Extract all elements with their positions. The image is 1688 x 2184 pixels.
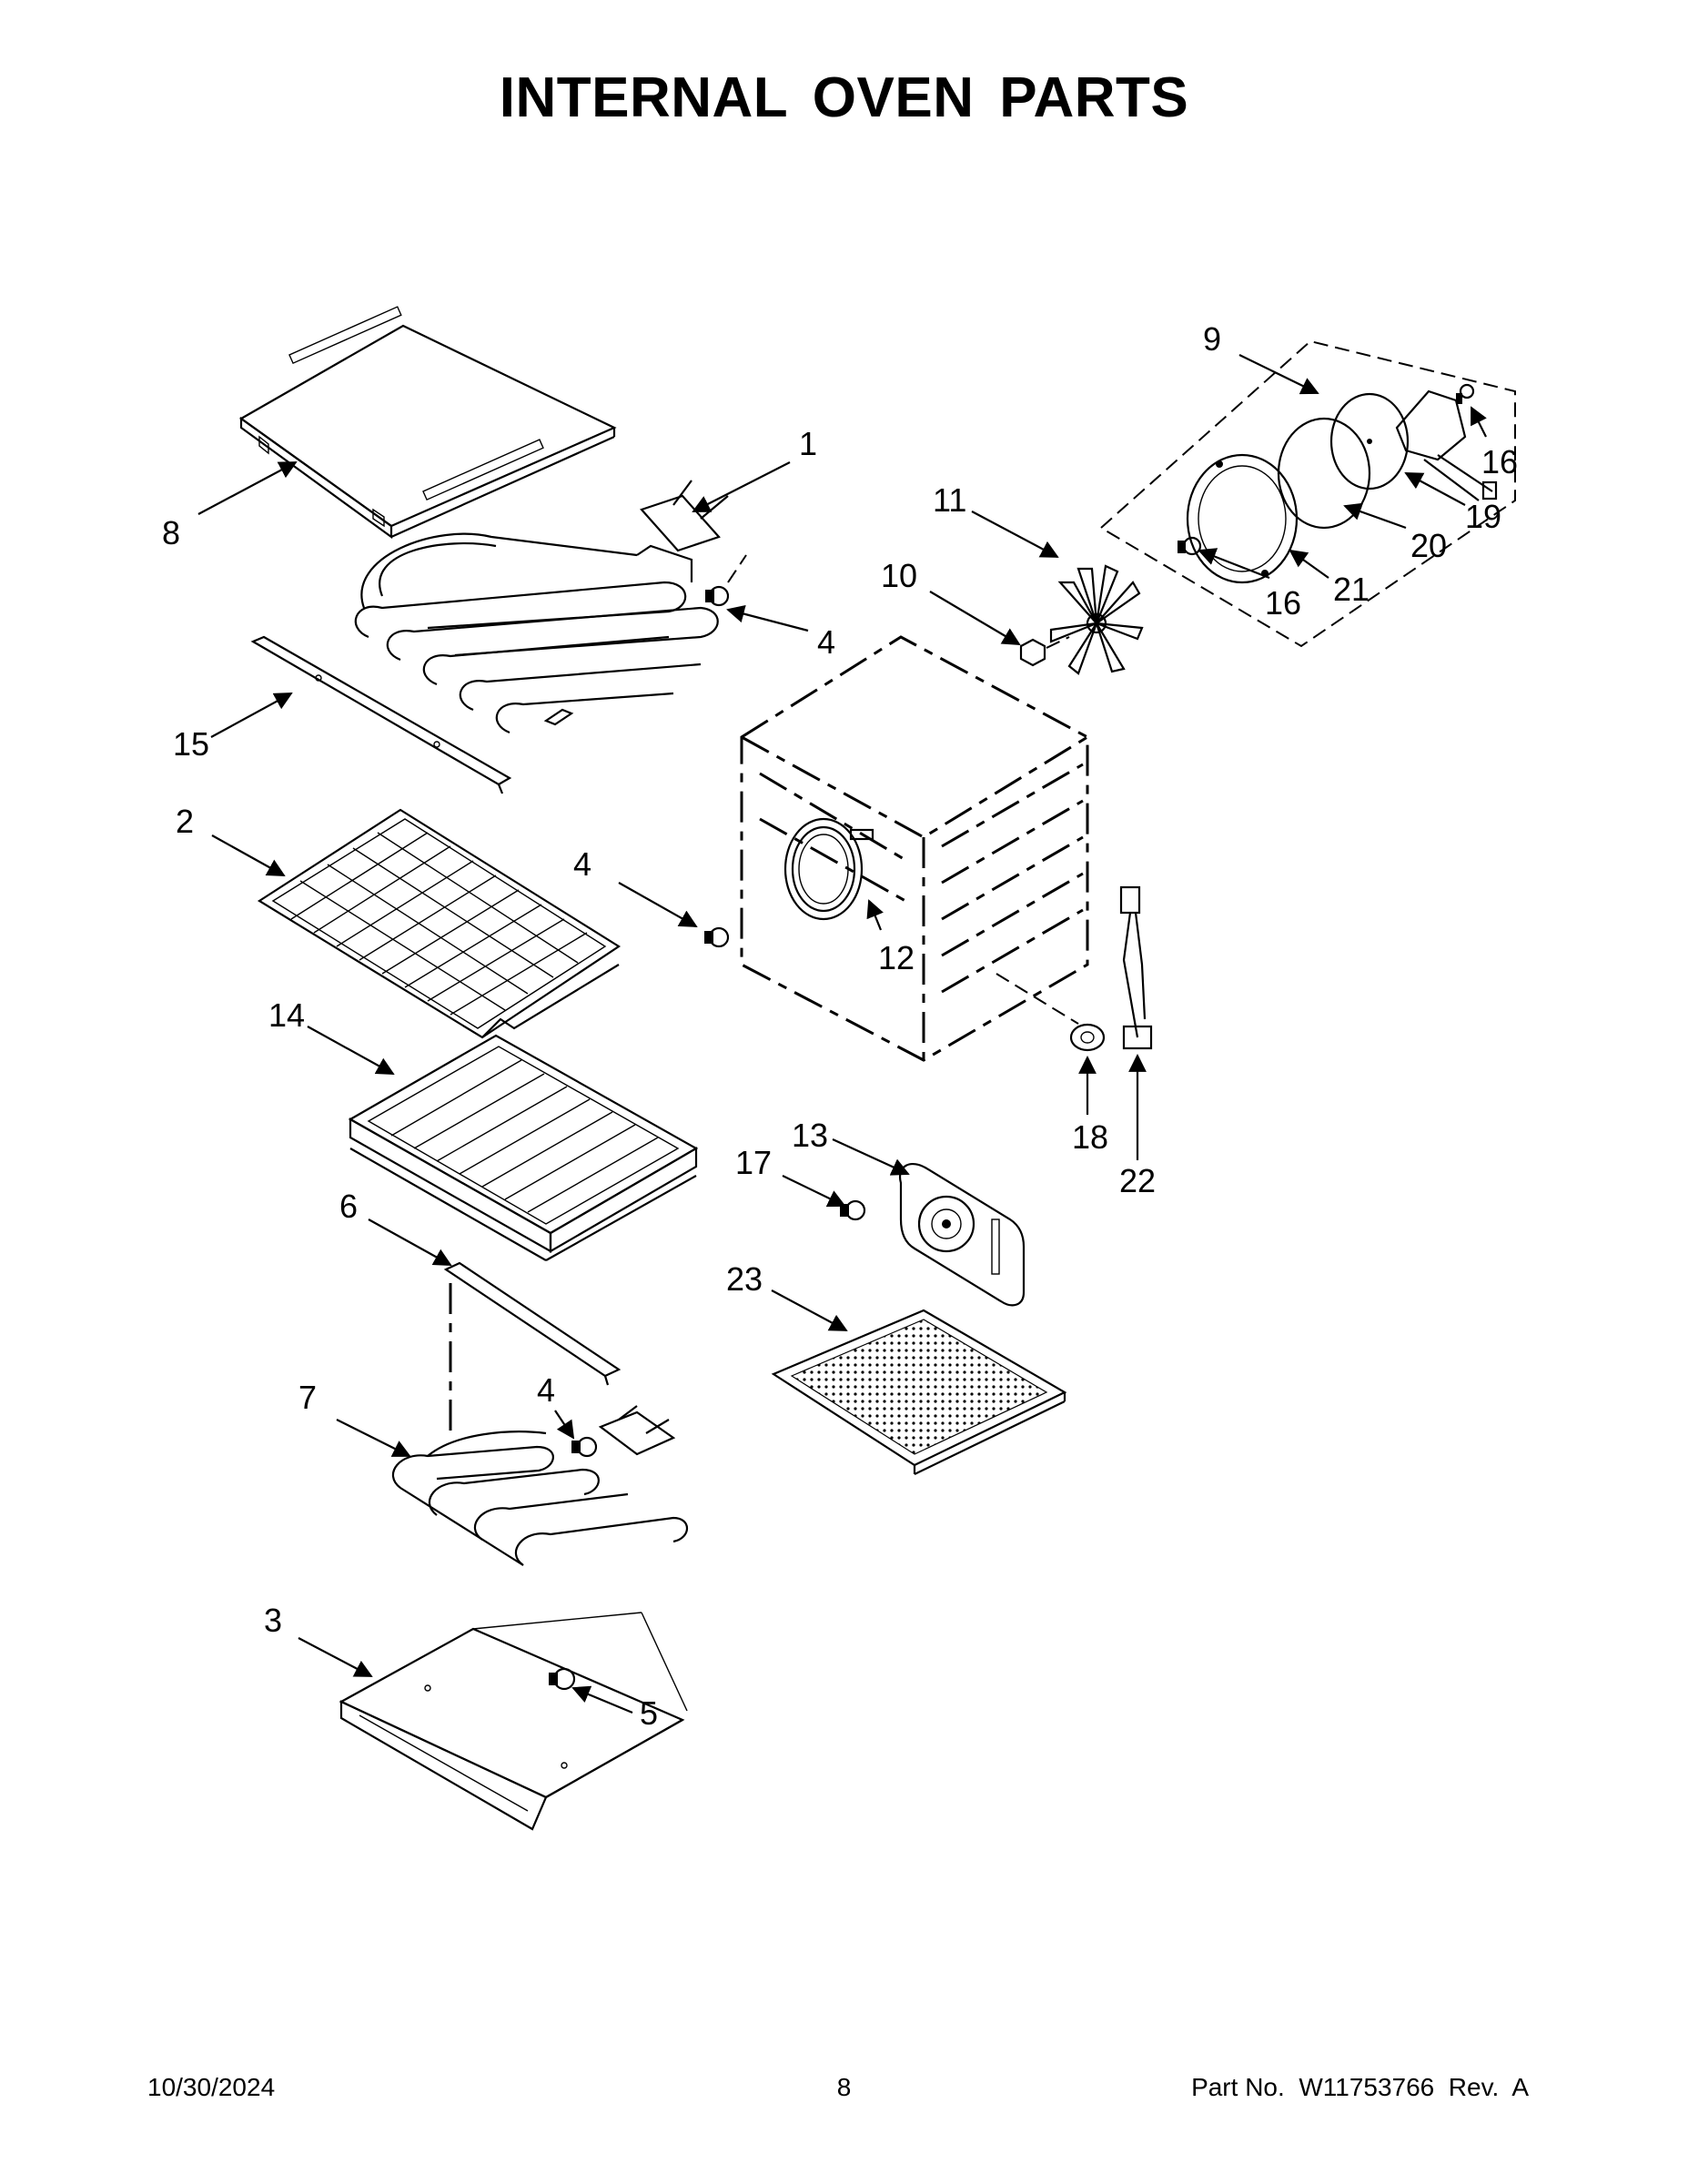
part-5-screw — [549, 1667, 576, 1691]
callout-18: 18 — [1072, 1118, 1108, 1156]
callout-15: 15 — [173, 725, 209, 763]
page-title: INTERNAL OVEN PARTS — [499, 66, 1189, 129]
callout-4-lower: 4 — [537, 1371, 555, 1409]
callout-4-upper: 4 — [817, 623, 835, 661]
callout-2: 2 — [176, 803, 194, 840]
callout-13: 13 — [792, 1117, 828, 1154]
part-15-bracket — [250, 635, 512, 794]
callout-21: 21 — [1333, 571, 1370, 608]
part-6-trim — [443, 1261, 622, 1438]
part-12-convection-element — [783, 817, 874, 921]
part-17-screw — [840, 1199, 866, 1221]
callout-4-middle: 4 — [573, 845, 591, 883]
part-8-top-panel — [238, 306, 617, 540]
leader-lines — [197, 354, 1487, 1714]
callout-10: 10 — [881, 557, 917, 594]
callout-14: 14 — [268, 996, 305, 1034]
callout-16-lower: 16 — [1265, 584, 1301, 622]
part-13-fan-cover — [898, 1163, 1026, 1307]
part-23-mesh-tray — [771, 1309, 1067, 1475]
part-16-screw-upper — [1456, 383, 1475, 404]
callout-12: 12 — [878, 939, 915, 976]
callout-9: 9 — [1203, 320, 1221, 358]
callout-11: 11 — [933, 481, 966, 519]
footer-part-number: Part No. W11753766 Rev. A — [1191, 2073, 1529, 2101]
part-14-sliding-rack — [348, 1034, 699, 1261]
part-22-temperature-sensor — [1119, 885, 1153, 1050]
part-16-screw-lower — [1178, 536, 1202, 556]
oven-cavity — [740, 635, 1089, 1062]
callout-20: 20 — [1410, 527, 1447, 564]
part-11-fan-blade — [1049, 564, 1144, 675]
callout-3: 3 — [264, 1602, 282, 1639]
part-4-screw-middle — [704, 926, 730, 948]
part-9-fan-motor-assembly — [1100, 339, 1516, 648]
footer-page-number: 8 — [836, 2073, 852, 2101]
callout-labels: 8 1 4 15 2 4 14 6 7 4 3 5 9 11 10 12 13 … — [162, 320, 1518, 1732]
callout-17: 17 — [735, 1144, 772, 1181]
callout-23: 23 — [726, 1260, 763, 1298]
part-7-bake-element — [391, 1405, 689, 1566]
part-4-screw-lower — [571, 1436, 598, 1458]
callout-6: 6 — [339, 1188, 358, 1225]
footer-date: 10/30/2024 — [147, 2073, 276, 2101]
callout-5: 5 — [640, 1694, 658, 1732]
callout-19: 19 — [1465, 498, 1501, 535]
callout-16-upper: 16 — [1481, 443, 1518, 480]
part-18-bushing — [1069, 1023, 1106, 1052]
callout-1: 1 — [799, 425, 817, 462]
callout-7: 7 — [298, 1379, 317, 1416]
part-1-broil-element — [354, 480, 729, 734]
part-2-oven-rack — [257, 808, 622, 1039]
part-10-nut — [1019, 636, 1070, 667]
callout-8: 8 — [162, 514, 180, 551]
part-3-bottom-panel — [339, 1612, 688, 1831]
part-4-screw-upper — [705, 554, 747, 607]
callout-22: 22 — [1119, 1162, 1156, 1199]
